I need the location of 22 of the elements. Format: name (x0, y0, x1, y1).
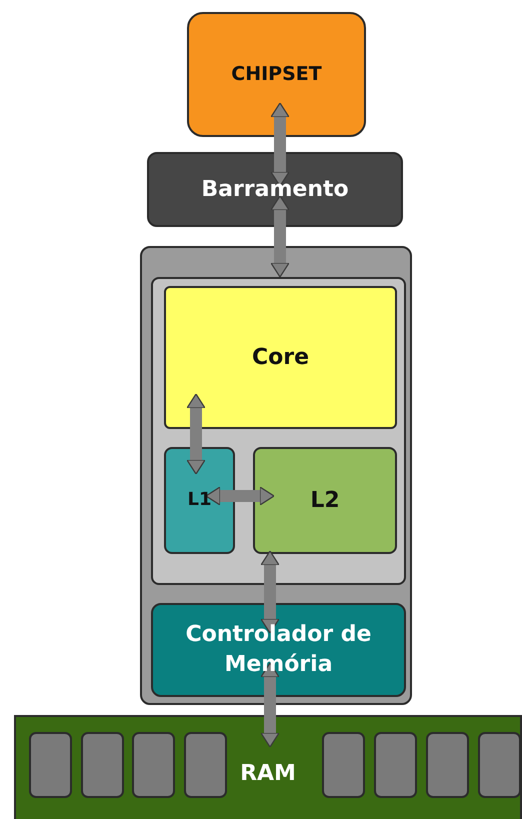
double-arrow (186, 393, 206, 475)
double-arrow (270, 195, 290, 278)
node-label: L1 (188, 488, 212, 512)
node-label: Controlador de Memória (184, 621, 372, 679)
processor-box (140, 246, 412, 705)
core-cache-panel (151, 277, 406, 585)
bus-box (147, 152, 403, 227)
double-arrow (260, 550, 280, 634)
node-label: L2 (310, 486, 340, 515)
double-arrow (270, 102, 290, 187)
l2-cache-box (253, 447, 397, 554)
core-box (164, 286, 397, 429)
double-arrow (205, 486, 275, 506)
node-label: Core (252, 344, 310, 372)
node-label: CHIPSET (231, 62, 322, 87)
memory-controller-box (151, 603, 406, 697)
ram-module (14, 715, 522, 819)
chipset-box (187, 12, 366, 137)
node-label: Barramento (201, 176, 349, 204)
node-label: RAM (240, 760, 296, 788)
double-arrow (260, 662, 280, 748)
l1-cache-box (164, 447, 235, 554)
